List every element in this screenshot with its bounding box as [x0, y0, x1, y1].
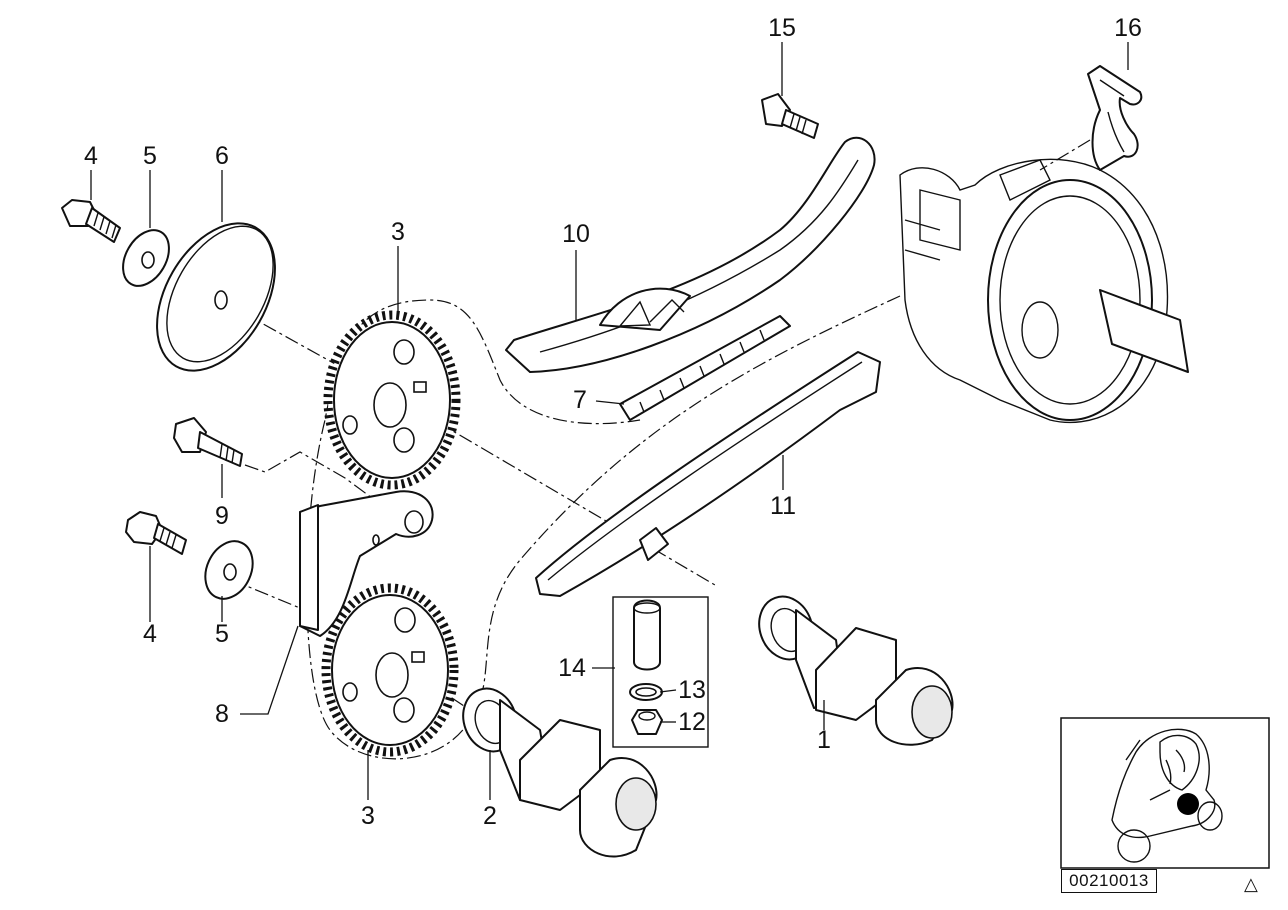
- corner-triangle-mark: △: [1244, 874, 1258, 895]
- document-id: 00210013: [1061, 869, 1157, 893]
- inset-locator: [1060, 717, 1270, 869]
- part-number: 14: [558, 654, 586, 682]
- bolt-upper: [61, 199, 121, 243]
- part-number: 4: [84, 142, 98, 170]
- guide-rail: [535, 351, 881, 597]
- washer-upper: [122, 229, 170, 287]
- center-line-bolt-9: [244, 451, 373, 499]
- part-number: 16: [1114, 14, 1142, 42]
- part-number: 12: [678, 708, 706, 736]
- camshaft-lower: [462, 687, 658, 858]
- bolt-9: [173, 417, 243, 467]
- part-number: 9: [215, 502, 229, 530]
- inset-highlight-dot: [1177, 793, 1199, 815]
- part-number: 1: [817, 726, 831, 754]
- clip-16: [1087, 65, 1143, 171]
- part-number: 3: [361, 802, 375, 830]
- washer-lower: [204, 540, 254, 600]
- part-number: 13: [678, 676, 706, 704]
- part-number: 8: [215, 700, 229, 728]
- part-number: 6: [215, 142, 229, 170]
- part-number: 2: [483, 802, 497, 830]
- center-line-16: [1039, 139, 1091, 171]
- part-number: 5: [215, 620, 229, 648]
- crankshaft-assembly: [899, 158, 1189, 424]
- camshaft-upper: [758, 595, 954, 746]
- part-number: 5: [143, 142, 157, 170]
- sprocket-upper: [323, 310, 461, 490]
- tensioner-rail: [505, 136, 876, 373]
- sprocket-lower: [321, 583, 459, 757]
- part-number: 3: [391, 218, 405, 246]
- chain-path-line: [306, 295, 901, 760]
- part-number: 10: [562, 220, 590, 248]
- bolt-15: [761, 93, 819, 139]
- timing-chain: [619, 315, 791, 421]
- part-14-box: [612, 596, 709, 748]
- tensioner-bracket: [299, 490, 434, 637]
- scooter-icon: [1111, 728, 1223, 863]
- part-number: 4: [143, 620, 157, 648]
- part-labels: 1 2 3 3 4 4 5 5 6 7 8 9 10 11 12 13 14 1…: [84, 14, 1142, 830]
- bolt-lower: [125, 511, 187, 555]
- plate-disc: [156, 222, 276, 372]
- part-number: 7: [573, 386, 587, 414]
- part-number: 11: [770, 492, 796, 520]
- leader-lines: [90, 42, 1129, 800]
- part-number: 15: [768, 14, 796, 42]
